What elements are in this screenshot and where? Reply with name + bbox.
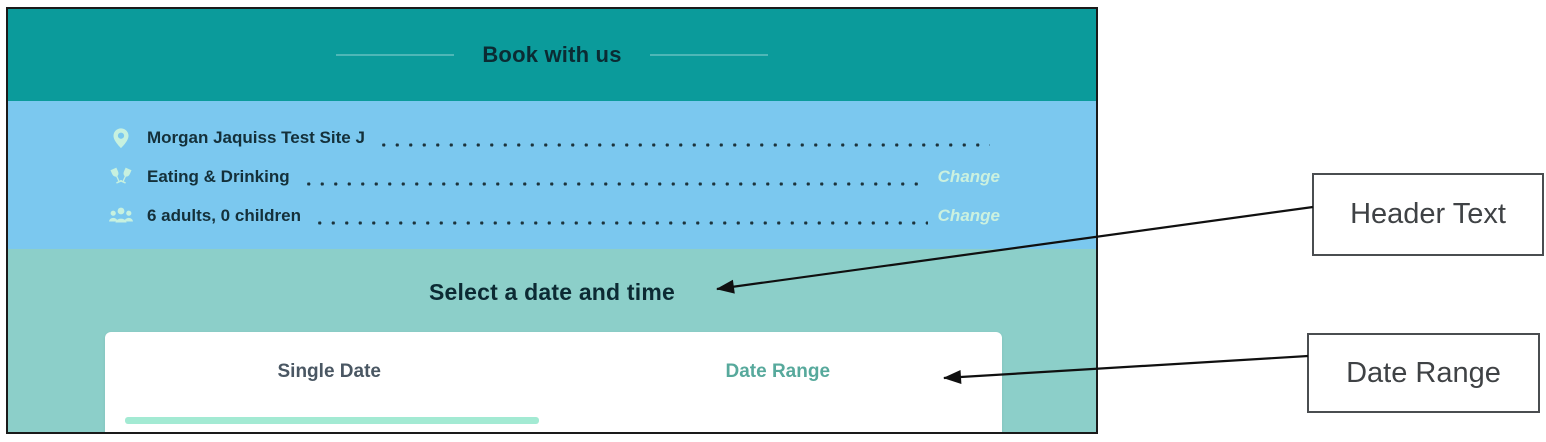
booking-widget-panel: Book with us Morgan Jaquiss Test Site J bbox=[6, 7, 1098, 434]
party-size: 6 adults, 0 children bbox=[147, 206, 301, 225]
date-mode-tabs: Single Date Date Range bbox=[105, 332, 1002, 383]
location-pin-icon bbox=[108, 126, 134, 150]
header-rule-left bbox=[336, 54, 455, 56]
summary-row-category: Eating & Drinking Change bbox=[108, 157, 1000, 197]
cheers-glasses-icon bbox=[108, 165, 134, 189]
annotation-box-header-text: Header Text bbox=[1312, 173, 1544, 256]
tab-date-range[interactable]: Date Range bbox=[725, 361, 831, 382]
summary-row-party-size: 6 adults, 0 children Change bbox=[108, 196, 1000, 236]
change-party-size-link[interactable]: Change bbox=[937, 206, 1000, 225]
dotted-leader bbox=[374, 118, 990, 158]
widget-header: Book with us bbox=[8, 9, 1096, 101]
summary-row-venue: Morgan Jaquiss Test Site J bbox=[108, 118, 1000, 158]
tab-single-date[interactable]: Single Date bbox=[277, 361, 381, 382]
header-rule-right bbox=[649, 54, 768, 56]
category-name: Eating & Drinking bbox=[147, 167, 290, 186]
venue-name: Morgan Jaquiss Test Site J bbox=[147, 128, 365, 147]
annotation-label: Date Range bbox=[1346, 356, 1501, 389]
change-category-link[interactable]: Change bbox=[937, 167, 1000, 186]
section-heading: Select a date and time bbox=[429, 279, 675, 305]
booking-summary: Morgan Jaquiss Test Site J bbox=[8, 101, 1096, 249]
date-time-section: Select a date and time Single Date Date … bbox=[8, 249, 1096, 432]
dotted-leader bbox=[311, 196, 928, 236]
active-tab-indicator bbox=[125, 417, 539, 424]
annotation-box-date-range: Date Range bbox=[1307, 333, 1540, 413]
date-picker-card: Single Date Date Range bbox=[105, 332, 1002, 432]
people-group-icon bbox=[108, 204, 134, 228]
dotted-leader bbox=[299, 157, 928, 197]
widget-title: Book with us bbox=[482, 42, 622, 67]
annotation-label: Header Text bbox=[1350, 198, 1506, 230]
